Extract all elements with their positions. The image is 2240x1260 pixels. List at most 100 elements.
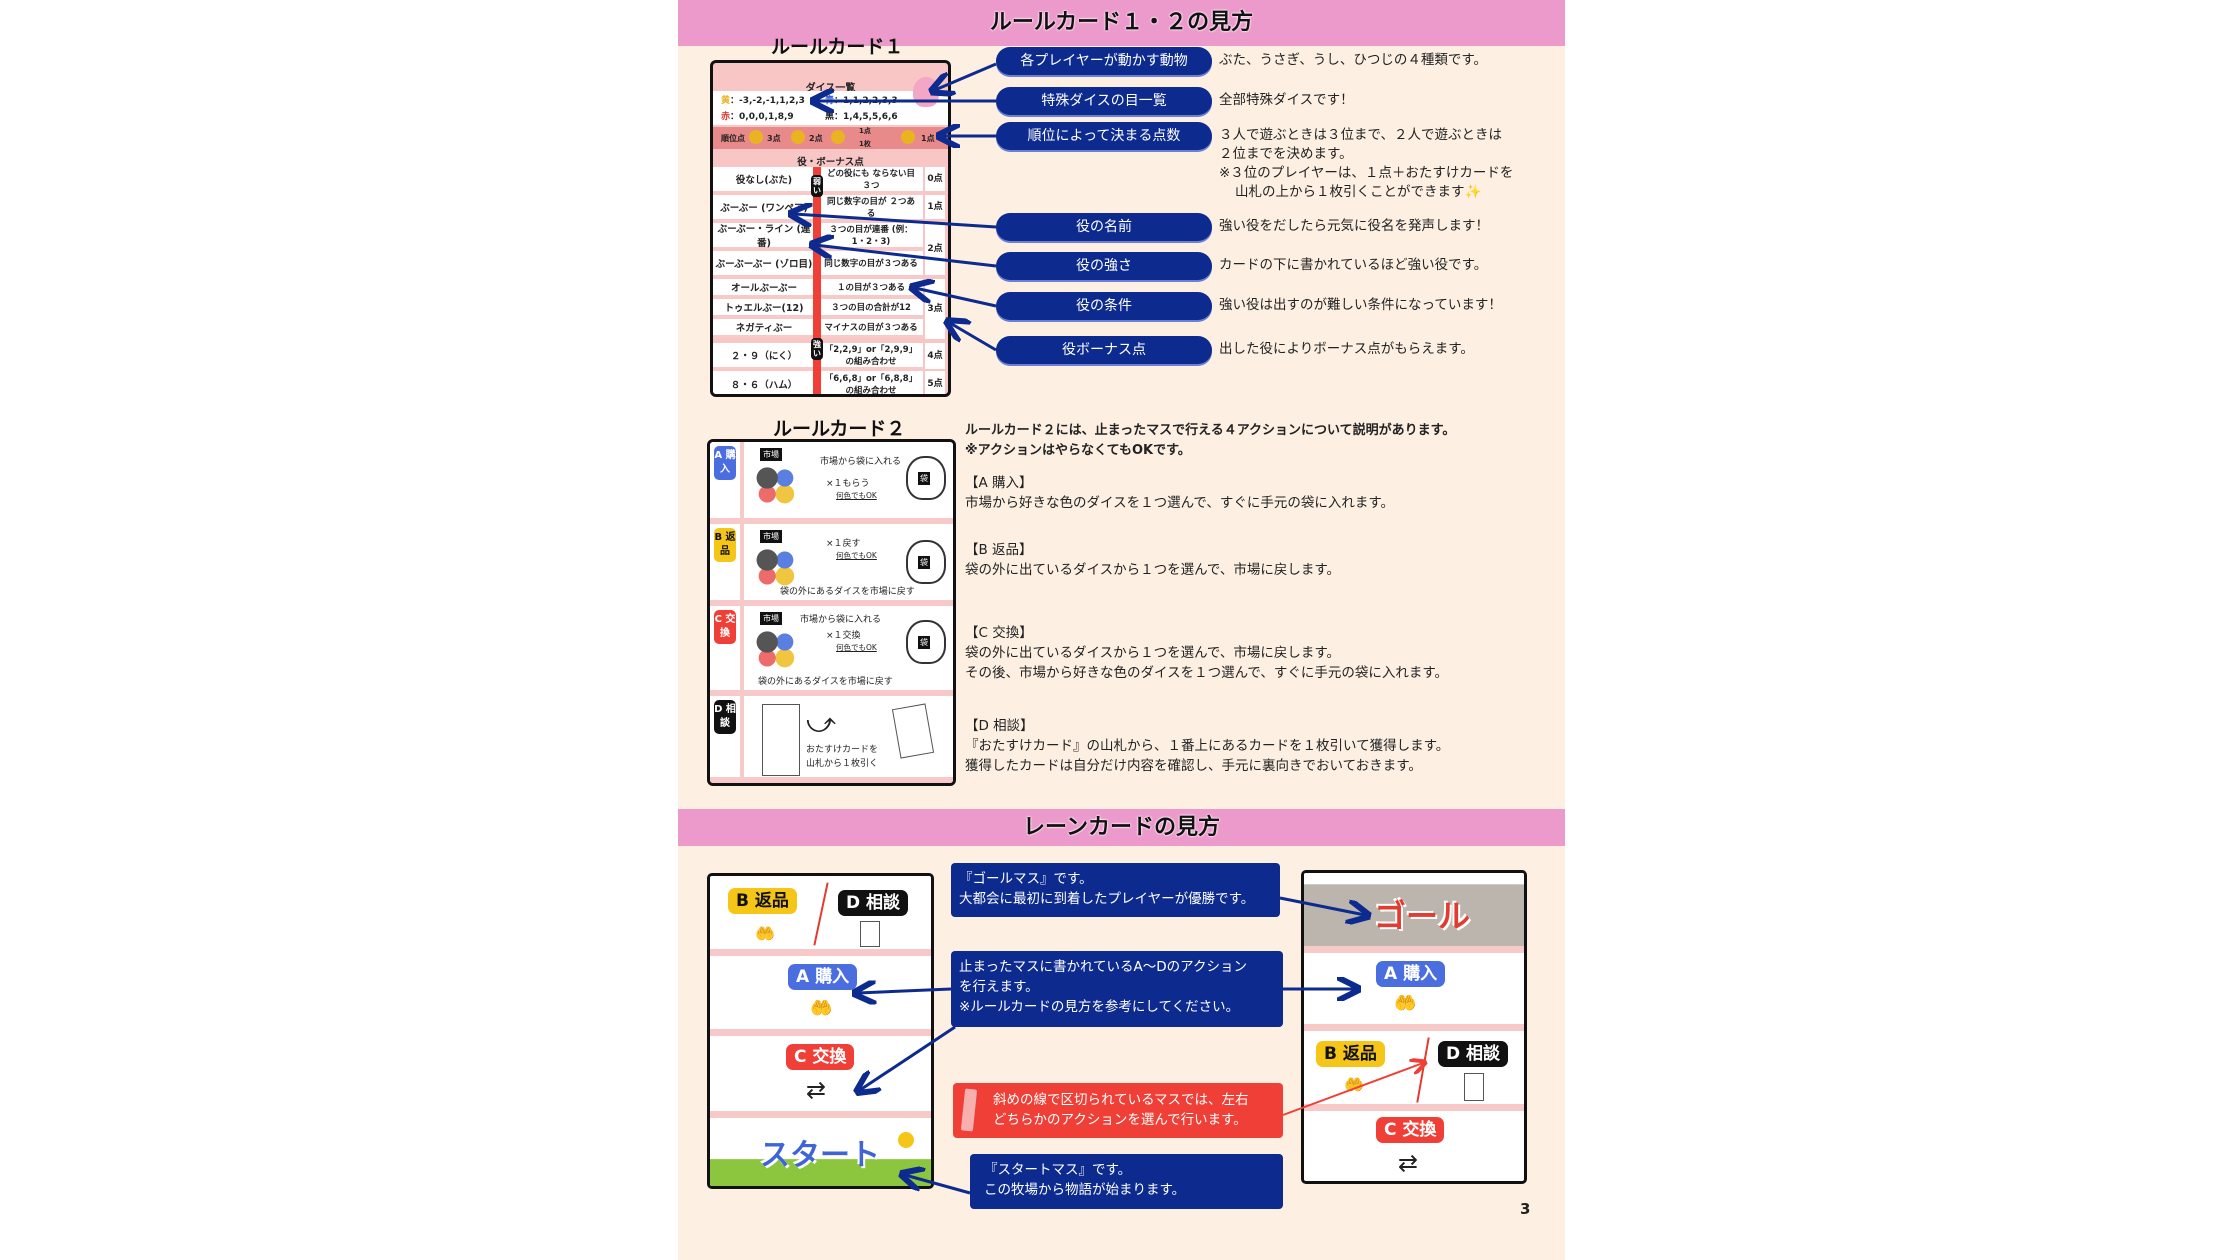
dice-list: 黄：-3,-2,-1,1,2,3 青：1,1,2,2,3,3 赤：0,0,0,1…	[713, 77, 948, 125]
action-row: C 交換市場 袋 市場から袋に入れる ×１交換 何色でもOK 袋の外にあるダイス…	[710, 606, 953, 696]
dice-list-title: ダイス一覧	[805, 83, 856, 94]
card-deck-icon	[762, 704, 800, 776]
callout-label: 役の強さ	[996, 252, 1212, 280]
start-note-line: 『スタートマス』です。	[984, 1162, 1132, 1178]
section-header-lane-cards: レーンカードの見方	[678, 809, 1565, 846]
callout-label: 各プレイヤーが動かす動物	[996, 47, 1212, 75]
callout-description: ぶた、うさぎ、うし、ひつじの４種類です。	[1219, 51, 1487, 70]
points-0: 0点	[925, 167, 945, 191]
callout-description: ３人で遊ぶときは３位まで、２人で遊ぶときは ２位までを決めます。※３位のプレイヤ…	[1219, 126, 1513, 202]
callout-label: 役ボーナス点	[996, 336, 1212, 364]
bag-icon: 袋	[906, 620, 946, 664]
diagonal-divider	[813, 882, 829, 946]
blue-die-icon: 青	[825, 96, 835, 106]
rank-4-medal-icon	[901, 130, 915, 144]
exchange-arrows-icon: ⇄	[1398, 1149, 1419, 1177]
action-note-line: 止まったマスに書かれているA～Dのアクション	[959, 959, 1248, 975]
desc-line: 強い役をだしたら元気に役名を発声します！	[1219, 218, 1489, 234]
rank-3-medal-icon	[831, 130, 845, 144]
desc-line: ２位までを決めます。	[1219, 146, 1353, 162]
action-row: A 購入市場 袋 市場から袋に入れる ×１もらう 何色でもOK	[710, 442, 953, 524]
action-description: 【D 相談】 『おたすけカード』の山札から、１番上にあるカードを１枚引いて獲得し…	[965, 716, 1449, 776]
diagonal-divider	[1416, 1037, 1430, 1103]
callout-description: 出した役によりボーナス点がもらえます。	[1219, 340, 1474, 359]
any-color-note: 何色でもOK	[836, 551, 877, 560]
action-tag: D 相談	[714, 700, 736, 734]
sun-icon	[898, 1132, 914, 1148]
rule-card-2: A 購入市場 袋 市場から袋に入れる ×１もらう 何色でもOK B 返品市場 袋…	[707, 439, 956, 786]
yaku-title: 役・ボーナス点	[797, 157, 864, 168]
split-note-line: 斜めの線で区切られているマスでは、左右	[993, 1092, 1249, 1108]
pig-icon	[913, 77, 939, 107]
yaku-condition: ３つの目が連番 (例：1・2・3)	[829, 225, 913, 247]
yaku-condition: 「6,6,8」or「6,8,8」 の組み合わせ	[824, 374, 918, 396]
tag-c-exchange: C 交換	[1376, 1117, 1445, 1143]
bag-icon: 袋	[906, 540, 946, 584]
hand-dice-icon: 🤲	[810, 998, 833, 1019]
draw-label: おたすけカードを	[806, 745, 879, 755]
bag-label: 袋	[918, 636, 930, 649]
blue-die-faces: ：1,1,2,2,3,3	[834, 96, 898, 106]
yaku-condition: 同じ数字の目が３つある	[824, 259, 918, 269]
desc-line: 強い役は出すのが難しい条件になっています！	[1219, 297, 1502, 313]
desc-line: 出した役によりボーナス点がもらえます。	[1219, 341, 1474, 357]
market-label: 市場	[760, 612, 782, 625]
dice-pile-icon	[754, 466, 798, 506]
curved-arrow-icon: ⤻	[806, 706, 836, 739]
points-5: 5点	[925, 371, 945, 394]
yaku-name: ぶーぶー・ライン (連番)	[717, 224, 811, 249]
hand-dice-icon: 🤲	[1344, 1075, 1364, 1094]
lane-cell-b-d: B 返品 D 相談 🤲	[710, 876, 931, 956]
action-row: B 返品市場 袋 ×１戻す 何色でもOK 袋の外にあるダイスを市場に戻す	[710, 524, 953, 606]
card-icon	[860, 921, 880, 947]
yellow-die-icon: 黄	[721, 96, 731, 106]
action-note-line: ※ルールカードの見方を参考にしてください。	[959, 999, 1240, 1015]
desc-line: ぶた、うさぎ、うし、ひつじの４種類です。	[1219, 52, 1487, 68]
any-color-note: 何色でもOK	[836, 491, 877, 500]
strong-label: 強い	[811, 338, 823, 360]
yaku-name: トゥエルぶー(12)	[724, 303, 804, 314]
action-heading: 【B 返品】	[965, 542, 1033, 558]
strength-bar	[813, 167, 821, 394]
market-label: 市場	[760, 530, 782, 543]
tag-a-buy: A 購入	[788, 964, 858, 990]
callout-label: 役の条件	[996, 292, 1212, 320]
start-label: スタート	[760, 1138, 880, 1173]
yaku-condition: マイナスの目が３つある	[824, 323, 918, 333]
action-description-line: 『おたすけカード』の山札から、１番上にあるカードを１枚引いて獲得します。	[965, 738, 1450, 754]
bag-label: 袋	[918, 472, 930, 485]
start-note-line: この牧場から物語が始まります。	[984, 1182, 1186, 1198]
rule-card-2-title: ルールカード２	[773, 418, 906, 440]
callout-description: カードの下に書かれているほど強い役です。	[1219, 256, 1487, 275]
exchange-arrows-icon: ⇄	[806, 1076, 827, 1104]
goal-label: ゴール	[1374, 897, 1471, 935]
draw-label: 山札から１枚引く	[806, 759, 879, 769]
black-die-faces: ：1,4,5,5,6,6	[834, 112, 898, 122]
action-description-line: 袋の外に出ているダイスから１つを選んで、市場に戻します。	[965, 645, 1341, 661]
card-icon	[1464, 1073, 1484, 1101]
rank-points-row: 順位点 3点 2点 1点 1枚 1点	[713, 127, 948, 149]
callout-description: 強い役をだしたら元気に役名を発声します！	[1219, 217, 1489, 236]
action-heading: 【D 相談】	[965, 718, 1034, 734]
action-tag: A 購入	[714, 446, 736, 480]
rank-2-medal-icon	[791, 130, 805, 144]
lane-card-start: B 返品 D 相談 🤲 A 購入 🤲 C 交換 ⇄ スタート	[707, 873, 934, 1189]
yaku-name: ８・６（ハム）	[730, 380, 798, 391]
lane-cell-start: スタート	[710, 1118, 931, 1186]
rule-card-1: ダイス一覧 黄：-3,-2,-1,1,2,3 青：1,1,2,2,3,3 赤：0…	[710, 60, 951, 397]
card2-intro-note: ※アクションはやらなくてもOKです。	[965, 443, 1191, 458]
action-note: 止まったマスに書かれているA～Dのアクション を行えます。 ※ルールカードの見方…	[951, 951, 1283, 1027]
action-count: ×１戻す	[826, 539, 861, 549]
hand-dice-icon: 🤲	[755, 924, 775, 943]
action-heading: 【A 購入】	[965, 475, 1033, 491]
callout-description: 強い役は出すのが難しい条件になっています！	[1219, 296, 1502, 315]
bag-icon: 袋	[906, 456, 946, 500]
action-description: 【C 交換】 袋の外に出ているダイスから１つを選んで、市場に戻します。その後、市…	[965, 623, 1448, 683]
section-header-rule-cards: ルールカード１・２の見方	[678, 0, 1565, 46]
desc-line: 山札の上から１枚引くことができます✨	[1235, 184, 1482, 200]
card-icon	[891, 703, 935, 759]
goal-note-line: 『ゴールマス』です。	[959, 871, 1093, 887]
rank-1-points: 3点	[767, 134, 781, 143]
lane-card-goal: ゴール A 購入 🤲 B 返品 D 相談 🤲 C 交換 ⇄	[1301, 870, 1527, 1184]
points-4: 4点	[925, 343, 945, 369]
